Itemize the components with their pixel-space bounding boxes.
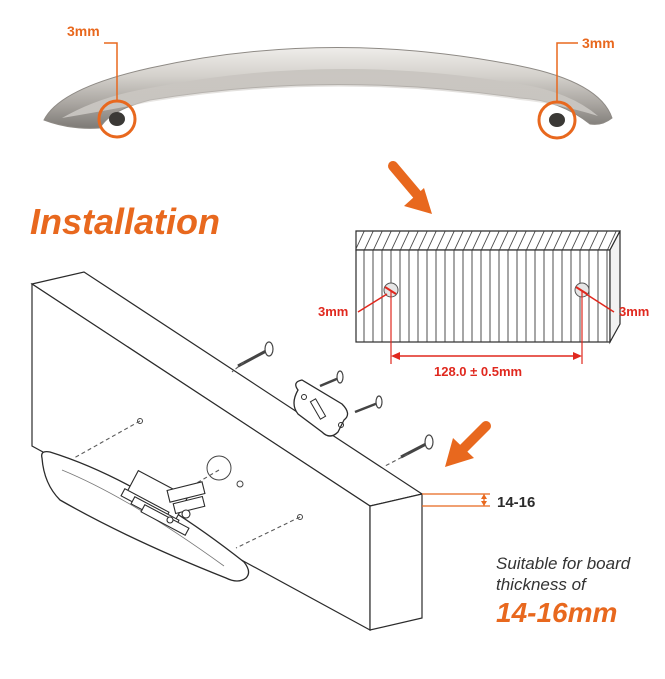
arrow-down-left-icon [445, 421, 491, 467]
screw-bottom [400, 434, 434, 459]
handle-insert-assembly [120, 469, 206, 537]
top-hole-label-left: 3mm [67, 23, 100, 39]
suitable-line-1: Suitable for board [496, 554, 631, 573]
top-hole-callout-right [537, 42, 578, 140]
thickness-dimension [422, 493, 490, 507]
section-title: Installation [30, 201, 220, 242]
screw-bracket-a [319, 370, 344, 388]
suitable-line-2: thickness of [496, 575, 588, 594]
mounting-bracket [293, 379, 349, 437]
arrow-down-right-icon [388, 161, 432, 214]
panel-hole-label-left: 3mm [318, 304, 348, 319]
cabinet-board [30, 271, 424, 632]
suitable-range: 14-16mm [496, 597, 617, 628]
top-hole-label-right: 3mm [582, 35, 615, 51]
screw-bracket-b [354, 395, 383, 414]
panel-hole-label-right: 3mm [619, 304, 649, 319]
wood-panel [355, 230, 621, 345]
hole-spacing-label: 128.0 ± 0.5mm [434, 364, 522, 379]
handle-illustration [43, 47, 613, 129]
thickness-dimension-label: 14-16 [497, 494, 535, 511]
dashed-guide-lines [73, 361, 409, 549]
top-hole-callout-left [97, 42, 137, 139]
hole-spacing-dimension [390, 290, 583, 364]
handle-exploded [41, 450, 250, 582]
